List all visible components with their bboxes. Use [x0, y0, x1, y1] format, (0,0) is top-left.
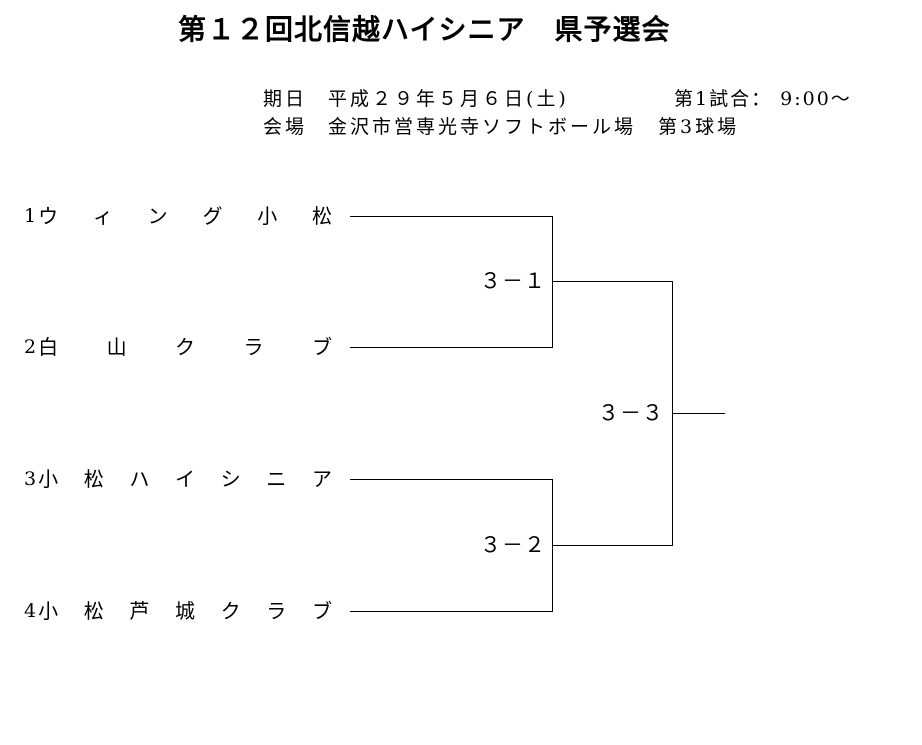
team-name: 白山クラブ	[38, 335, 332, 359]
score-semifinal-2: ３－２	[480, 533, 546, 557]
venue-value: 金沢市営専光寺ソフトボール場 第3球場	[328, 116, 740, 138]
bracket-line-semifinal2-winner	[552, 545, 672, 546]
page-title: 第１２回北信越ハイシニア 県予選会	[178, 13, 671, 46]
bracket-line-team1	[350, 216, 552, 217]
team-seed: 1	[24, 205, 37, 227]
team-row-1: 1 ウィング小松	[24, 203, 332, 229]
bracket-line-semifinal1-winner	[552, 281, 672, 282]
team-name: 小松芦城クラブ	[38, 599, 332, 623]
team-seed: 2	[24, 336, 37, 358]
team-row-3: 3 小松ハイシニア	[24, 466, 332, 492]
date-label: 期日	[263, 88, 308, 110]
score-final: ３－３	[598, 401, 664, 425]
first-match-time: 第1試合： 9:00〜	[674, 88, 852, 110]
team-row-2: 2 白山クラブ	[24, 334, 332, 360]
team-seed: 4	[24, 600, 37, 622]
date-value: 平成２９年５月６日(土)	[328, 88, 569, 110]
bracket-line-team4	[350, 611, 552, 612]
score-semifinal-1: ３－１	[480, 269, 546, 293]
venue-label: 会場	[263, 116, 308, 138]
bracket-line-champion	[672, 413, 725, 414]
team-seed: 3	[24, 468, 37, 490]
bracket-line-team3	[350, 479, 552, 480]
team-name: ウィング小松	[38, 204, 332, 228]
bracket-connector-semifinal1	[552, 216, 553, 348]
team-name: 小松ハイシニア	[38, 467, 332, 491]
bracket-line-team2	[350, 347, 552, 348]
team-row-4: 4 小松芦城クラブ	[24, 598, 332, 624]
